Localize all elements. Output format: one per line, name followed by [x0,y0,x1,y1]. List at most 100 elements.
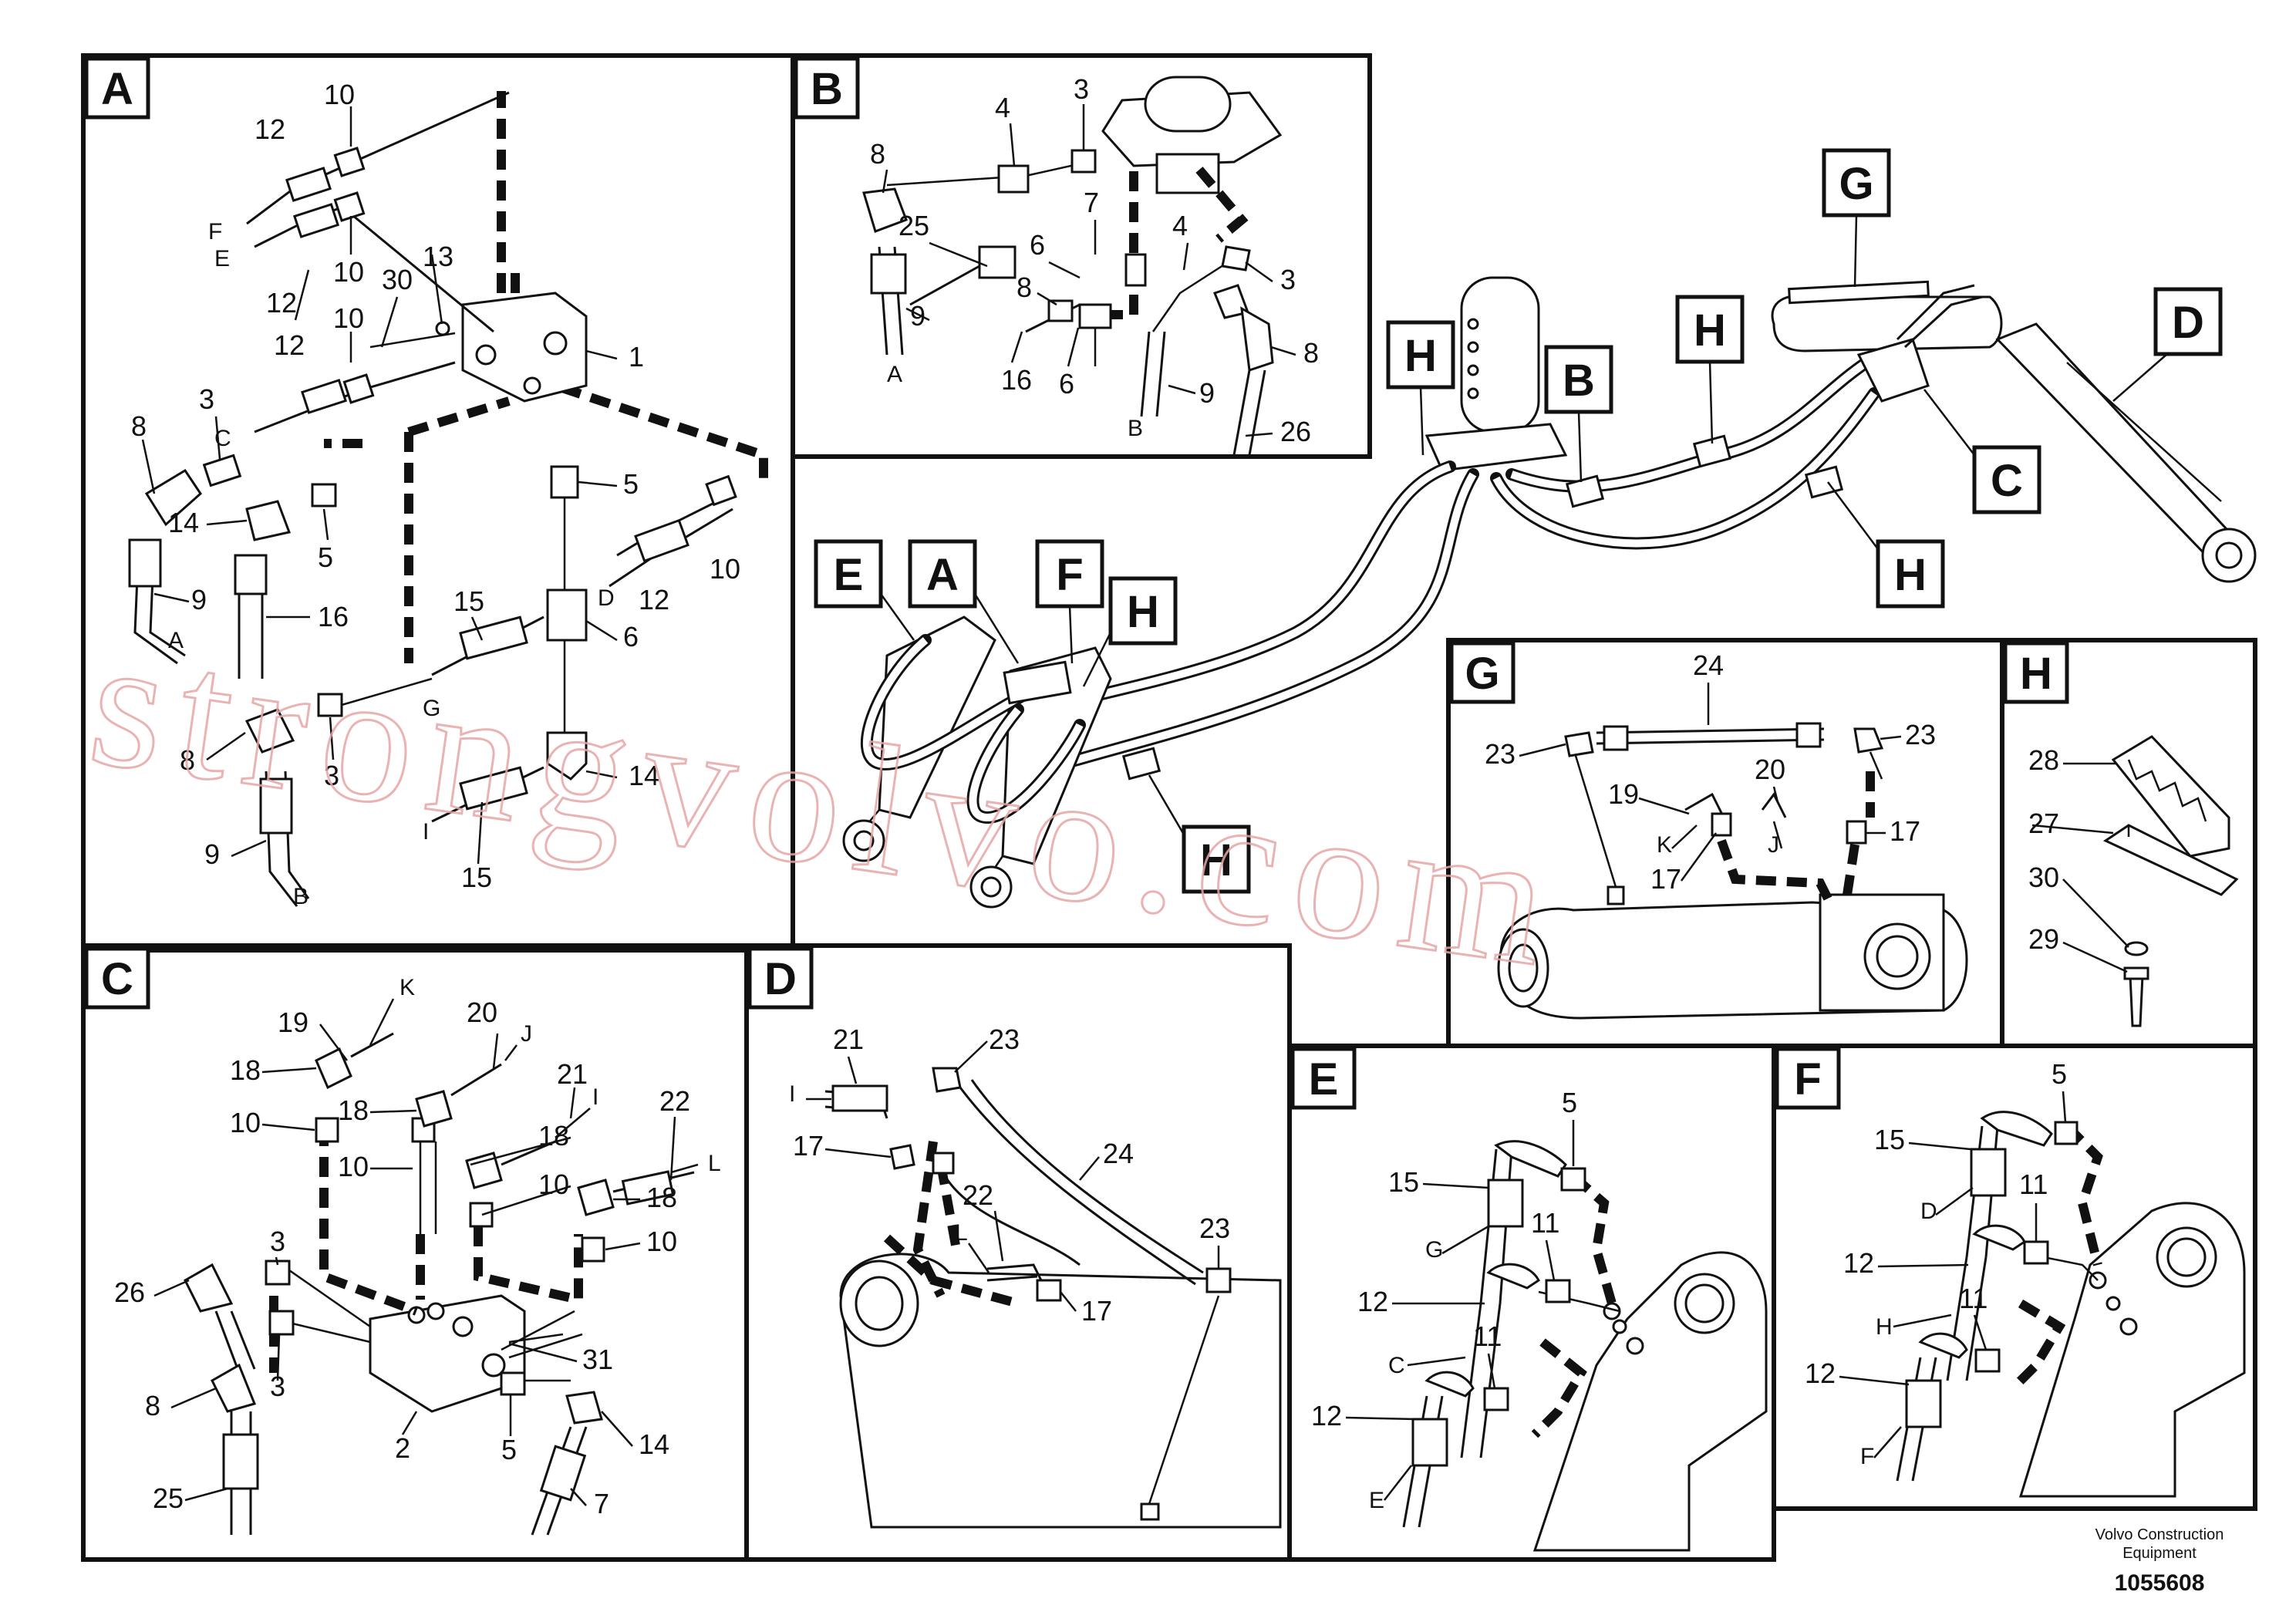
callout: 23 [989,1023,1020,1055]
panel-c-callouts: 19 K 20 J 21 18 18 I 22 10 18 10 L 10 18… [114,975,721,1519]
callout: 20 [467,996,497,1028]
callout: K [400,975,415,1000]
callout: 30 [382,264,413,295]
callout: 11 [2019,1168,2048,1200]
callout: 14 [639,1428,669,1460]
panel-e-tag-text: E [1309,1054,1339,1104]
overview-tag-e-text: E [834,550,864,600]
callout: 10 [646,1226,677,1257]
callout: A [168,628,184,653]
overview-drawing [842,276,2257,909]
callout: 15 [1388,1166,1419,1198]
panel-f-tag-text: F [1794,1054,1821,1104]
callout: 5 [501,1434,517,1465]
callout: 8 [1303,337,1319,369]
callout: J [1768,832,1779,858]
callout: 21 [833,1023,864,1055]
panel-h-frame [2000,638,2257,1048]
callout: 15 [1874,1124,1905,1155]
callout: 4 [1172,210,1188,241]
callout: 24 [1693,649,1724,681]
panel-a-frame [81,53,795,953]
panel-f-callouts: 5 15 11 D 12 H 11 12 F [1805,1058,2067,1469]
callout: B [1128,416,1143,441]
panel-c-tag-text: C [101,954,133,1004]
callout: G [423,696,440,721]
callout: 18 [338,1094,369,1126]
callout: 3 [270,1371,285,1402]
callout: 18 [646,1182,677,1213]
callout: 1 [629,341,644,373]
callout: 19 [1608,778,1639,810]
callout: E [1369,1488,1384,1513]
callout: B [293,884,308,909]
callout: 20 [1755,754,1785,785]
valve-block-1 [461,292,588,403]
overview-tag-h-1-text: H [1127,587,1159,637]
callout: 4 [995,92,1010,123]
panel-h-drawing [2031,735,2239,1027]
callout: 16 [1001,364,1032,396]
callout: 29 [2028,923,2059,955]
callout: 14 [168,507,199,538]
panel-e-drawing [1402,1140,1768,1552]
panel-b-tag: B [794,56,860,120]
credit-line-1: Volvo Construction [2095,1526,2224,1543]
panel-d-tag-text: D [764,954,797,1004]
overview-tag-f: F [1035,539,1104,664]
callout: E [214,246,230,271]
callout: 8 [1017,271,1032,303]
callout: J [521,1021,532,1047]
panel-d-callouts: 21 23 I 17 24 22 L 23 17 [789,1023,1230,1327]
panel-c-tag: C [84,946,150,1010]
callout: K [1657,832,1672,858]
callout: 11 [1473,1320,1502,1352]
callout: 28 [2028,744,2059,776]
callout: 8 [180,744,195,776]
callout: 22 [659,1085,690,1117]
callout: I [423,819,429,845]
overview-tag-f-text: F [1056,550,1083,600]
callout: 14 [629,760,659,791]
callout: 3 [324,760,339,791]
overview-tag-d-text: D [2172,298,2204,348]
callout: 5 [2052,1058,2067,1090]
credit-line-2: Equipment [2122,1545,2197,1562]
callout: 3 [1280,264,1296,295]
overview-tag-c-text: C [1991,456,2023,506]
callout: 10 [324,79,355,110]
callout: 12 [1843,1247,1874,1279]
panel-g-tag-text: G [1465,649,1499,699]
overview-tag-a: A [908,539,1020,664]
panel-a-tag: A [84,56,150,120]
callout: F [208,219,222,244]
callout: I [789,1081,795,1107]
panel-h-tag: H [2003,641,2069,704]
callout: 9 [191,584,207,615]
callout: 10 [333,256,364,288]
callout: 10 [333,302,364,334]
callout: 12 [1805,1357,1836,1389]
callout: 26 [1280,416,1311,447]
callout: 5 [623,468,639,500]
overview-tag-d: D [2112,287,2223,402]
panel-g-drawing [1497,722,1968,1020]
callout: 25 [153,1482,184,1514]
overview-tag-h-2-text: B [1563,356,1595,406]
callout: 17 [1081,1295,1112,1327]
callout: 9 [910,300,925,332]
callout: 6 [623,621,639,653]
callout: H [1876,1314,1893,1340]
callout: 12 [639,584,669,615]
doc-number: 1055608 [2115,1570,2205,1596]
panel-h-callouts: 28 27 30 29 [2028,744,2129,973]
callout: 9 [1199,377,1215,409]
panel-h-tag-text: H [2020,649,2052,699]
callout: 11 [1531,1207,1559,1239]
overview-tag-h-5-text: H [1200,835,1232,885]
callout: 8 [145,1390,160,1421]
callout: 18 [538,1120,569,1152]
overview-tag-h-1: H [1082,576,1178,687]
overview-tag-h-3-text: H [1694,305,1726,356]
